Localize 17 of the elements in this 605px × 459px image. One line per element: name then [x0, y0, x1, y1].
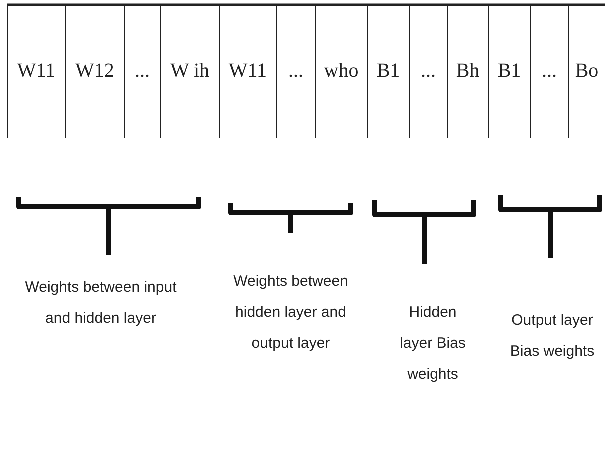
table-cell: ...: [124, 5, 160, 138]
bracket-caption: Weights between input and hidden layer: [24, 278, 178, 329]
table-cell: W11: [219, 5, 276, 138]
bracket-caption: Output layer Bias weights: [509, 311, 596, 362]
table-cell: B1: [488, 5, 530, 138]
bracket-caption: Hidden layer Bias weights: [399, 303, 467, 385]
table-cell: W12: [65, 5, 124, 138]
table-cell: Bh: [447, 5, 488, 138]
table-cell: who: [315, 5, 367, 138]
table-cell: ...: [276, 5, 315, 138]
table-cell: W11: [7, 5, 65, 138]
table-cell: Bo: [568, 5, 605, 138]
table-cell: ...: [530, 5, 568, 138]
table-cell: ...: [409, 5, 447, 138]
table-cell: B1: [367, 5, 409, 138]
bracket-caption: Weights between hidden layer and output layer: [232, 272, 350, 354]
table-cell: W ih: [160, 5, 219, 138]
